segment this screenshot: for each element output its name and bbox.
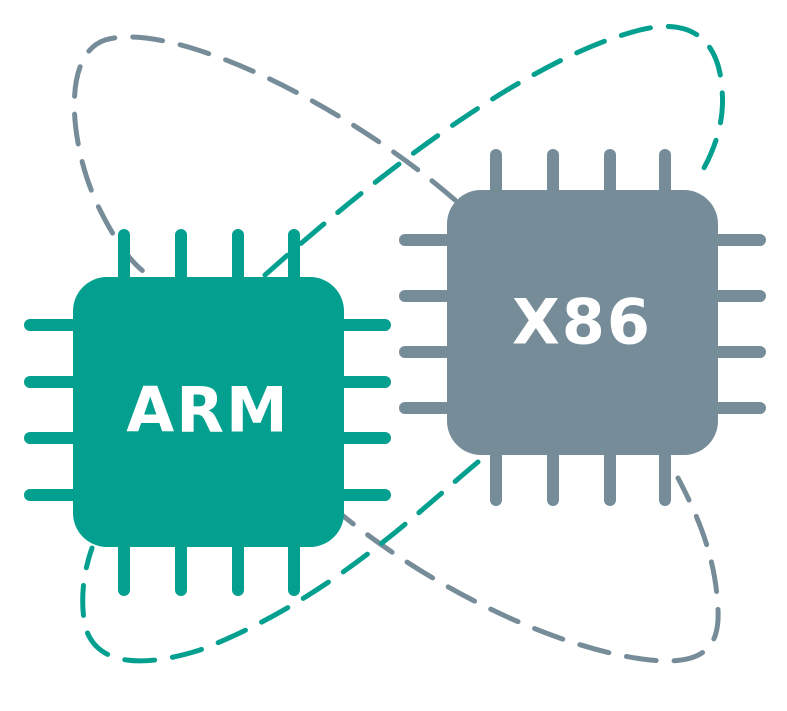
orbit-loops [71,23,726,664]
x86-chip-body [447,190,718,455]
arm-chip-label: ARM [126,374,289,447]
orbit-loop-teal-lower [80,459,481,664]
arm-chip: ARM [24,229,391,596]
orbit-loop-gray-upper [71,34,458,283]
orbit-loop-teal-upper [262,23,726,278]
arm-chip-body [73,277,344,547]
x86-chip-label: X86 [512,286,652,359]
orbit-loop-gray-lower [327,475,721,664]
x86-chip: X86 [399,149,766,506]
